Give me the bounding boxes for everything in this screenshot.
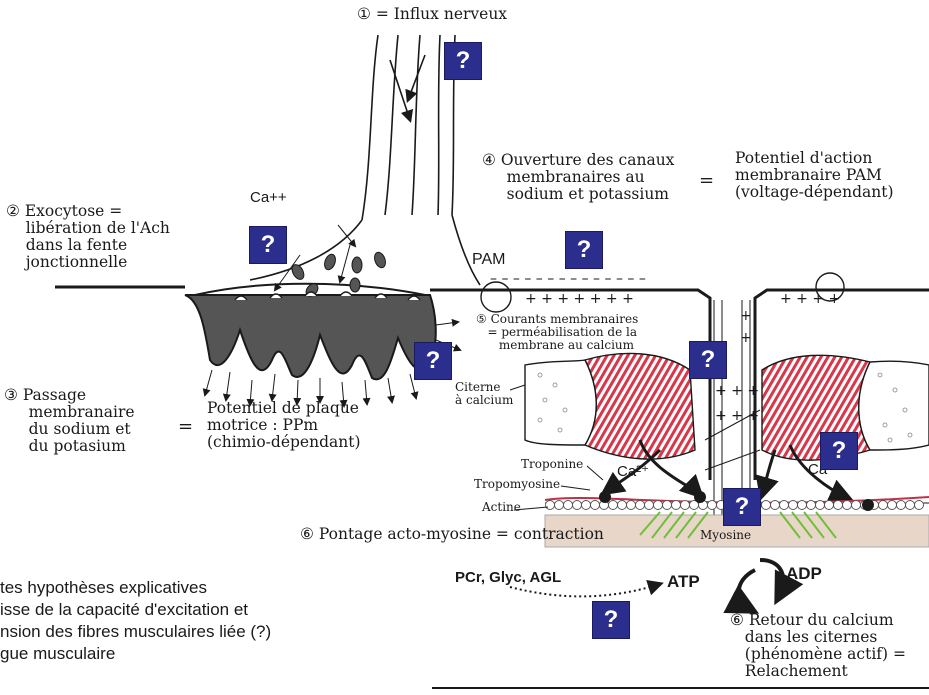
actin-bead — [591, 501, 600, 510]
question-box-influx[interactable]: ? — [444, 42, 482, 80]
ca2-left-label: Ca²⁺ — [617, 462, 649, 481]
svg-text:+ + + + + + +: + + + + + + + — [525, 291, 634, 307]
question-box-ouverture[interactable]: ? — [565, 231, 603, 269]
ppm-label: Potentiel de plaque motrice : PPm (chimi… — [207, 400, 361, 451]
actin-bead — [618, 501, 627, 510]
actin-bead — [834, 501, 843, 510]
calcium-cisterns — [525, 353, 929, 460]
pontage-label: ⑥ Pontage acto-myosine = contraction — [300, 526, 604, 543]
actin-bead — [888, 501, 897, 510]
troponine-label: Troponine — [521, 458, 583, 471]
actin-bead — [663, 501, 672, 510]
energy-substrates-label: PCr, Glyc, AGL — [455, 569, 561, 586]
actin-bead — [906, 501, 915, 510]
svg-text:+ + + +: + + + + — [780, 291, 840, 307]
actin-bead — [780, 501, 789, 510]
equals-sign-2: = — [178, 418, 193, 435]
question-box-atp[interactable]: ? — [592, 601, 630, 639]
influx-label: ① = Influx nerveux — [357, 6, 507, 23]
question-box-passage[interactable]: ? — [414, 342, 452, 380]
pam-definition-label: Potentiel d'action membranaire PAM (volt… — [735, 150, 894, 201]
actine-label: Actine — [482, 501, 521, 514]
question-box-courants[interactable]: ? — [689, 341, 727, 379]
courants-label: ⑤ Courants membranaires = perméabilisati… — [476, 313, 638, 352]
retour-label: ⑥ Retour du calcium dans les citernes (p… — [730, 612, 906, 680]
actin-bead — [564, 501, 573, 510]
actin-bead — [582, 501, 591, 510]
actin-bead — [816, 501, 825, 510]
actin-bead — [825, 501, 834, 510]
actin-bead — [672, 501, 681, 510]
actin-bead — [789, 501, 798, 510]
ouverture-label: ④ Ouverture des canaux membranaires au s… — [482, 152, 674, 203]
actin-bead — [609, 501, 618, 510]
actin-bead — [636, 501, 645, 510]
actin-bead — [708, 501, 717, 510]
actin-bead — [654, 501, 663, 510]
actin-bead — [573, 501, 582, 510]
actin-bead — [852, 501, 861, 510]
question-box-retour[interactable]: ? — [820, 432, 858, 470]
actin-bead — [762, 501, 771, 510]
ca-plus-label: Ca++ — [250, 188, 287, 207]
actin-bead — [627, 501, 636, 510]
myosine-label: Myosine — [700, 529, 751, 542]
question-box-pontage[interactable]: ? — [723, 488, 761, 526]
actin-bead — [798, 501, 807, 510]
actin-bead — [879, 501, 888, 510]
actin-bead — [555, 501, 564, 510]
actin-bead — [915, 501, 924, 510]
exocytose-label: ② Exocytose = libération de l'Ach dans l… — [6, 203, 170, 271]
atp-label: ATP — [667, 573, 700, 590]
actin-bead — [897, 501, 906, 510]
pam-label: PAM — [472, 250, 505, 269]
equals-sign-1: = — [699, 172, 714, 189]
ach-vesicles — [290, 251, 388, 299]
actin-bead — [771, 501, 780, 510]
actin-bead — [645, 501, 654, 510]
tropomyosine-label: Tropomyosine — [474, 478, 560, 491]
passage-label: ③ Passage membranaire du sodium et du po… — [4, 387, 135, 455]
actin-bead — [843, 501, 852, 510]
question-box-exocytose[interactable]: ? — [249, 226, 287, 264]
motor-end-plate — [185, 284, 436, 380]
citerne-label: Citerne à calcium — [455, 381, 513, 407]
svg-text:– – – – – – – – – – – – – –: – – – – – – – – – – – – – – — [490, 271, 646, 287]
actin-bead — [546, 501, 555, 510]
adp-label: ADP — [786, 565, 822, 582]
actin-bead — [681, 501, 690, 510]
hypotheses-text: tes hypothèses explicatives isse de la c… — [0, 577, 271, 665]
actin-bead — [807, 501, 816, 510]
